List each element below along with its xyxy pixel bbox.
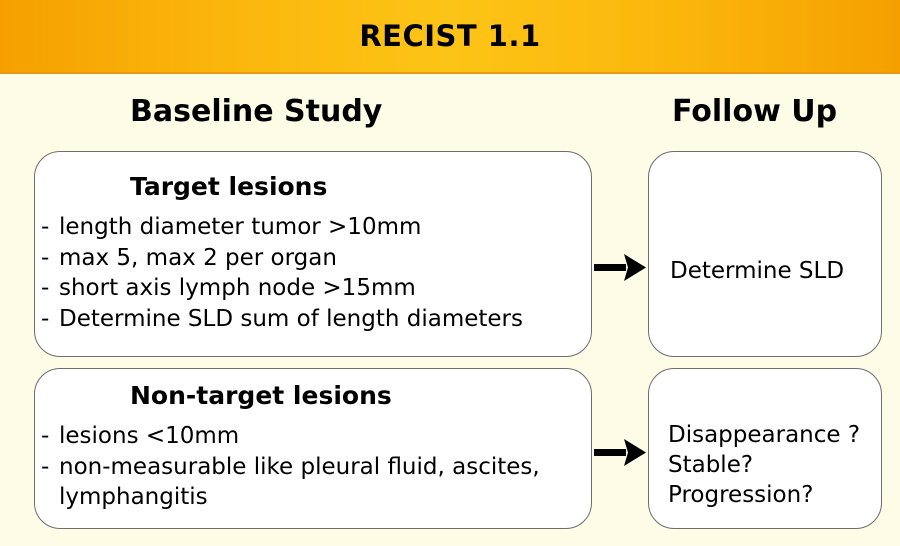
list-item: -non-measurable like pleural fluid, asci… [41, 453, 540, 511]
followup-outcomes: Disappearance ? Stable? Progression? [668, 420, 860, 510]
followup-heading: Follow Up [672, 94, 838, 129]
target-lesions-box: Target lesions -length diameter tumor >1… [34, 151, 592, 357]
target-criteria-list: -length diameter tumor >10mm -max 5, max… [41, 212, 523, 334]
list-item: -length diameter tumor >10mm [41, 214, 422, 240]
list-item: -lesions <10mm [41, 423, 240, 449]
outcome-disappearance: Disappearance ? [668, 422, 861, 448]
nontarget-lesions-box: Non-target lesions -lesions <10mm -non-m… [34, 368, 592, 529]
outcome-stable: Stable? [668, 452, 754, 478]
determine-sld-text: Determine SLD [670, 258, 845, 284]
page-title: RECIST 1.1 [359, 19, 541, 53]
title-banner: RECIST 1.1 [0, 0, 900, 74]
list-item: -Determine SLD sum of length diameters [41, 305, 523, 332]
outcome-progression: Progression? [668, 482, 814, 508]
baseline-heading: Baseline Study [130, 94, 383, 129]
list-item: -short axis lymph node >15mm [41, 275, 416, 301]
nontarget-criteria-list: -lesions <10mm -non-measurable like pleu… [41, 421, 589, 513]
nontarget-lesions-title: Non-target lesions [130, 381, 392, 410]
target-lesions-title: Target lesions [130, 172, 328, 201]
arrow-right-icon [594, 254, 646, 281]
arrow-right-icon [594, 439, 646, 466]
followup-target-box: Determine SLD [648, 151, 882, 357]
list-item: -max 5, max 2 per organ [41, 244, 337, 271]
followup-nontarget-box: Disappearance ? Stable? Progression? [648, 368, 882, 529]
